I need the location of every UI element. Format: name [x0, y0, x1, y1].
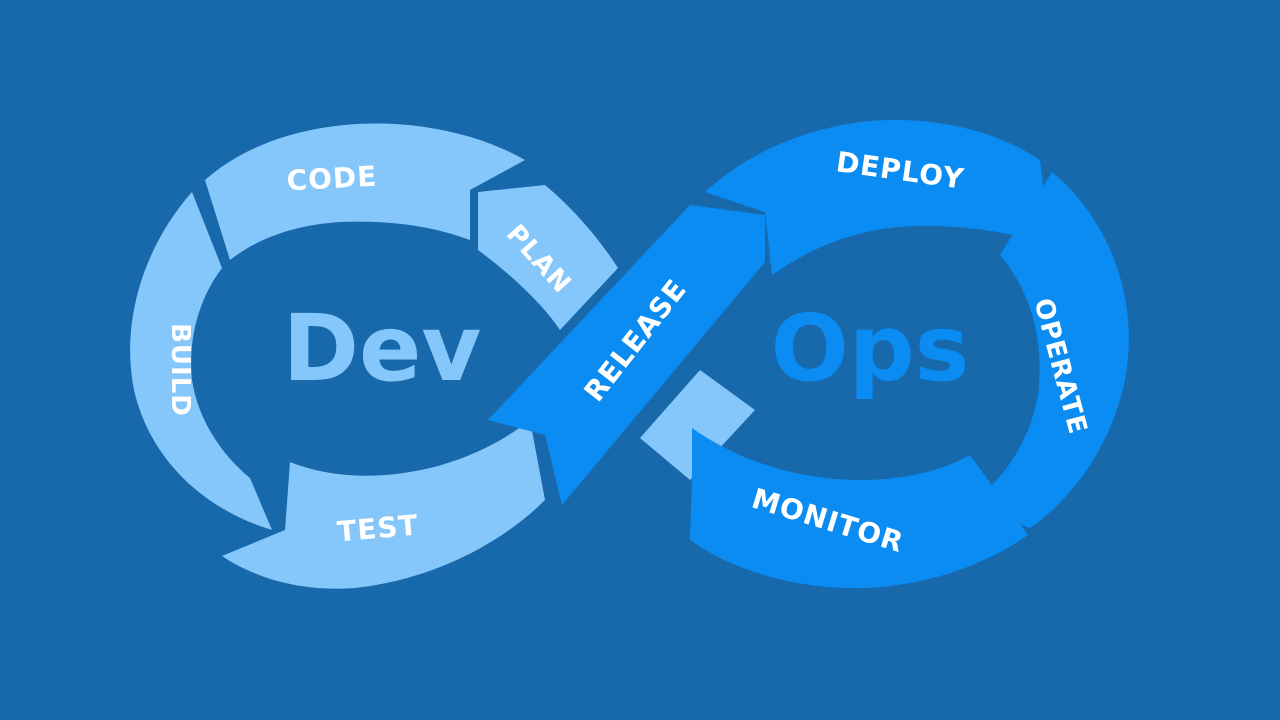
label-build: BUILD	[165, 323, 195, 417]
segment-plan	[478, 185, 618, 330]
segment-deploy	[705, 119, 1050, 275]
segment-test	[222, 420, 545, 589]
ops-word: Ops	[771, 295, 970, 402]
ops-loop	[488, 119, 1129, 589]
segment-release	[488, 205, 765, 505]
segment-operate	[968, 172, 1129, 528]
dev-word: Dev	[283, 295, 482, 402]
label-code: CODE	[286, 160, 378, 198]
segment-build	[130, 192, 272, 530]
segment-crossover-pale	[640, 370, 755, 480]
dev-loop	[130, 123, 618, 589]
segment-monitor	[690, 428, 1028, 589]
label-test: TEST	[336, 509, 420, 549]
segment-code	[205, 123, 525, 260]
